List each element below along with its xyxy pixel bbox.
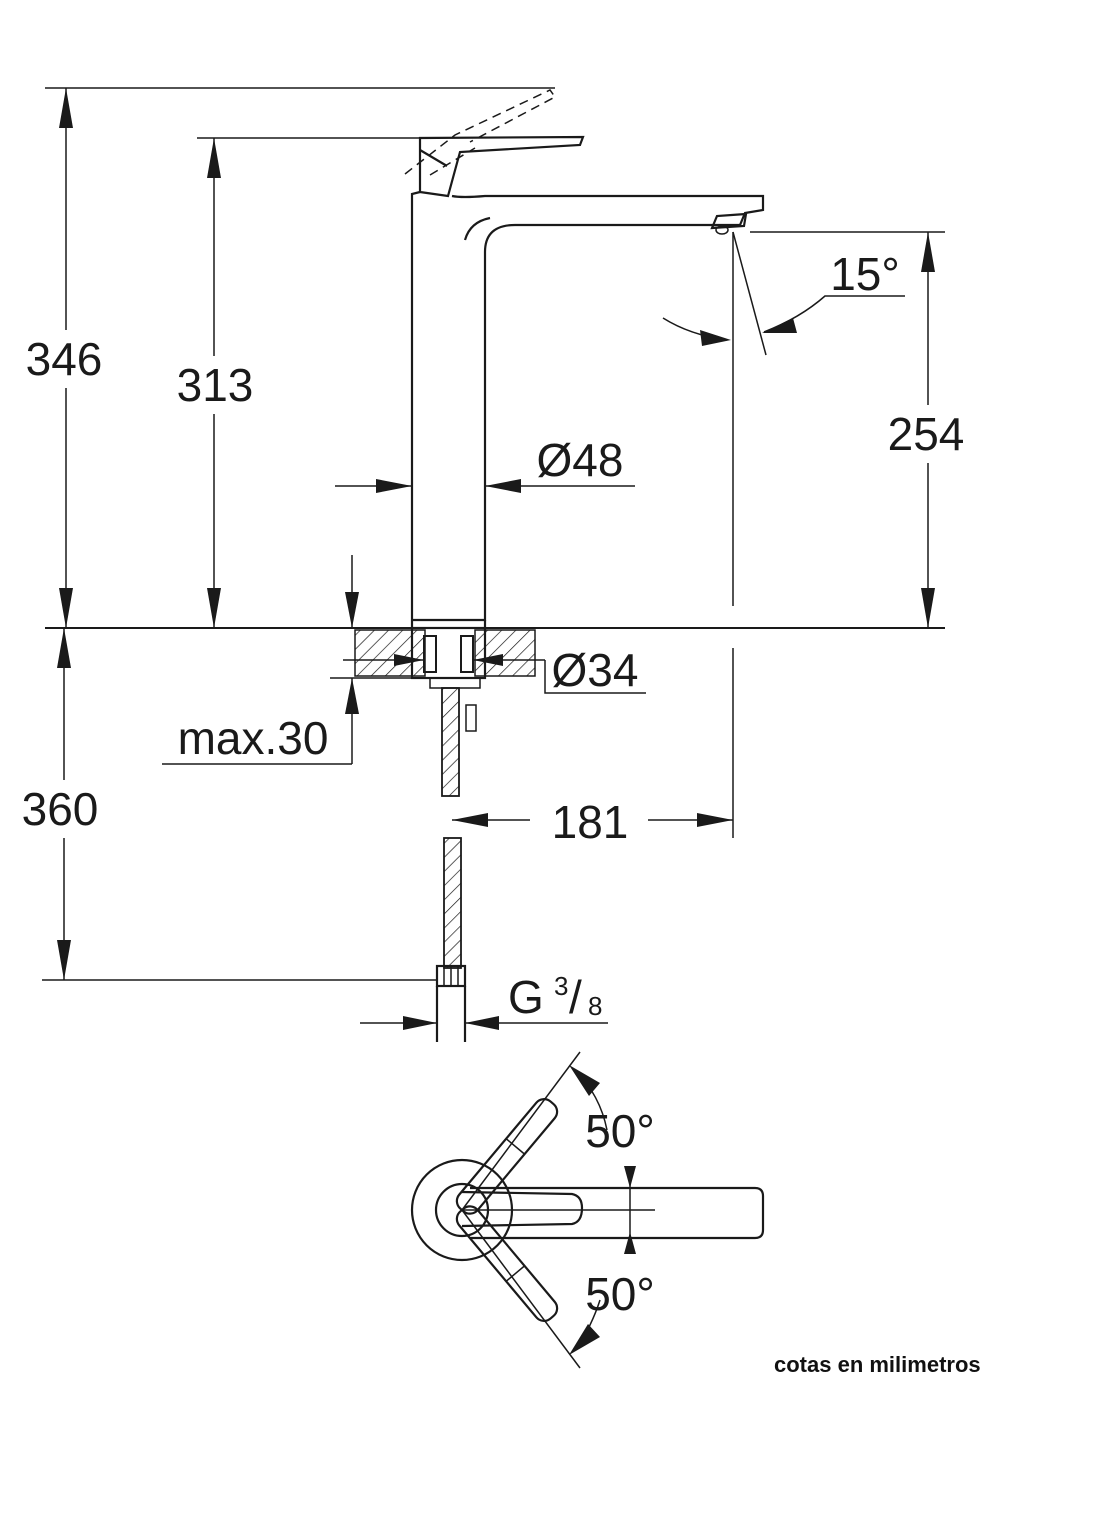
dimension-spout-height: 254	[750, 231, 976, 628]
total-height-label: 346	[26, 333, 103, 385]
dimension-connection-thread: G 3 / 8	[360, 971, 608, 1030]
spout-height-label: 254	[888, 408, 965, 460]
dimension-max-thickness: max.30	[162, 555, 430, 765]
spout-angle-lines: 15°	[662, 231, 905, 838]
dimension-spout-reach: 181	[452, 796, 733, 848]
dimension-mount-hole: Ø34	[343, 644, 646, 696]
lever-angle-upper-label: 50°	[585, 1105, 655, 1157]
units-note: cotas en milimetros	[774, 1352, 981, 1377]
lever-height-label: 313	[177, 359, 254, 411]
dimension-hose-length: 360	[14, 628, 437, 981]
thread-fraction-slash: /	[569, 971, 582, 1023]
faucet-body	[410, 190, 765, 628]
faucet-lever-open-dashed	[404, 89, 557, 176]
deck-section	[354, 626, 536, 689]
faucet-top-view: 50° 50°	[410, 1051, 765, 1369]
hose-length-label: 360	[22, 783, 99, 835]
supply-hose	[435, 687, 477, 1042]
aerator	[710, 212, 748, 235]
body-diameter-label: Ø48	[537, 434, 624, 486]
spout-angle-label: 15°	[830, 248, 900, 300]
thread-denominator-label: 8	[588, 991, 602, 1021]
spout-reach-label: 181	[552, 796, 629, 848]
faucet-lever	[418, 135, 585, 198]
thread-numerator-label: 3	[554, 971, 568, 1001]
lever-angle-lower-label: 50°	[585, 1268, 655, 1320]
dimension-lever-height: 313	[168, 137, 420, 628]
mount-hole-label: Ø34	[552, 644, 639, 696]
thread-g-label: G	[508, 971, 544, 1023]
dimension-total-height: 346	[18, 87, 555, 628]
max-thickness-label: max.30	[178, 712, 329, 764]
dimension-body-diameter: Ø48	[335, 434, 635, 493]
